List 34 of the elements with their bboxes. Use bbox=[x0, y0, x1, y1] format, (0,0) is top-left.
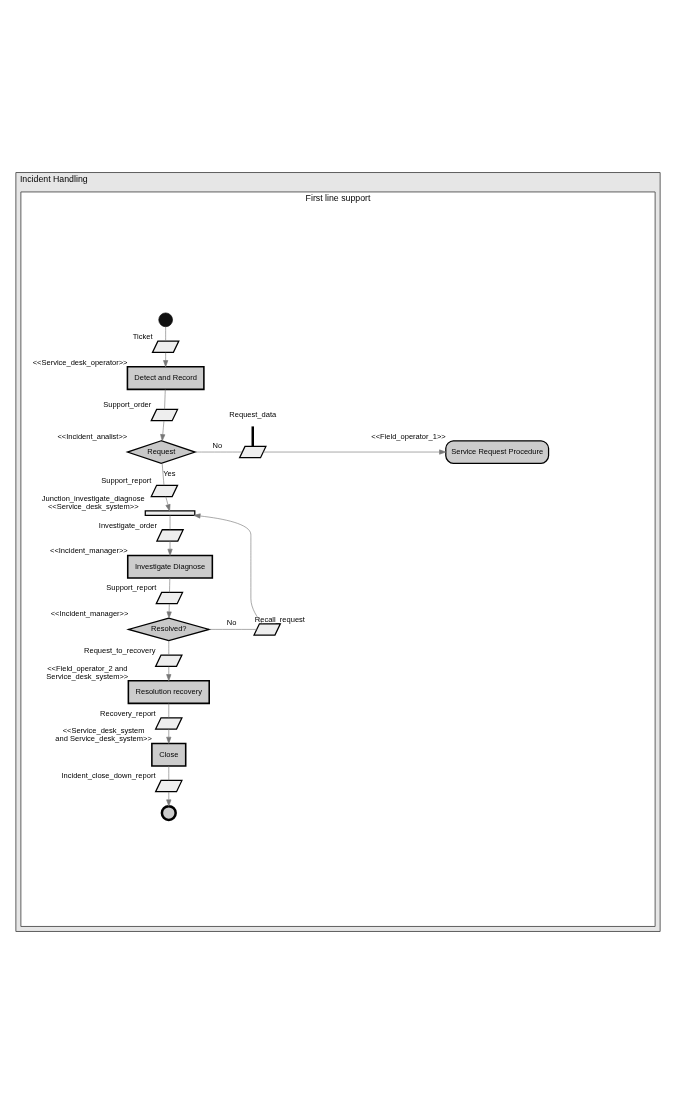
connector bbox=[165, 326, 166, 342]
node-parallelogram bbox=[151, 340, 180, 353]
node-parallelogram bbox=[154, 717, 183, 730]
arrow bbox=[163, 352, 169, 368]
connector bbox=[169, 577, 171, 593]
connector bbox=[169, 515, 171, 530]
connector bbox=[251, 426, 255, 447]
arrow bbox=[262, 449, 447, 455]
node-parallelogram bbox=[238, 445, 267, 459]
arrow bbox=[166, 791, 172, 807]
connector bbox=[164, 389, 166, 410]
connector bbox=[161, 462, 165, 486]
node-circle bbox=[160, 804, 177, 822]
arrow bbox=[165, 496, 171, 512]
node-parallelogram bbox=[150, 484, 179, 498]
node-parallelogram bbox=[253, 623, 282, 636]
arrow bbox=[166, 666, 172, 682]
arrow bbox=[193, 513, 263, 624]
node-circle bbox=[158, 312, 173, 327]
connector bbox=[168, 765, 170, 781]
node-parallelogram bbox=[155, 529, 185, 542]
connector bbox=[168, 703, 170, 718]
connector bbox=[195, 451, 243, 453]
arrow bbox=[166, 728, 172, 744]
node-bar bbox=[144, 510, 196, 516]
arrow bbox=[167, 540, 173, 556]
connector bbox=[209, 629, 257, 630]
arrow bbox=[160, 420, 166, 442]
connector bbox=[168, 640, 170, 656]
node-parallelogram bbox=[154, 654, 183, 667]
node-parallelogram bbox=[150, 408, 179, 422]
node-parallelogram bbox=[154, 779, 183, 793]
arrow bbox=[166, 603, 172, 619]
node-parallelogram bbox=[155, 591, 184, 605]
